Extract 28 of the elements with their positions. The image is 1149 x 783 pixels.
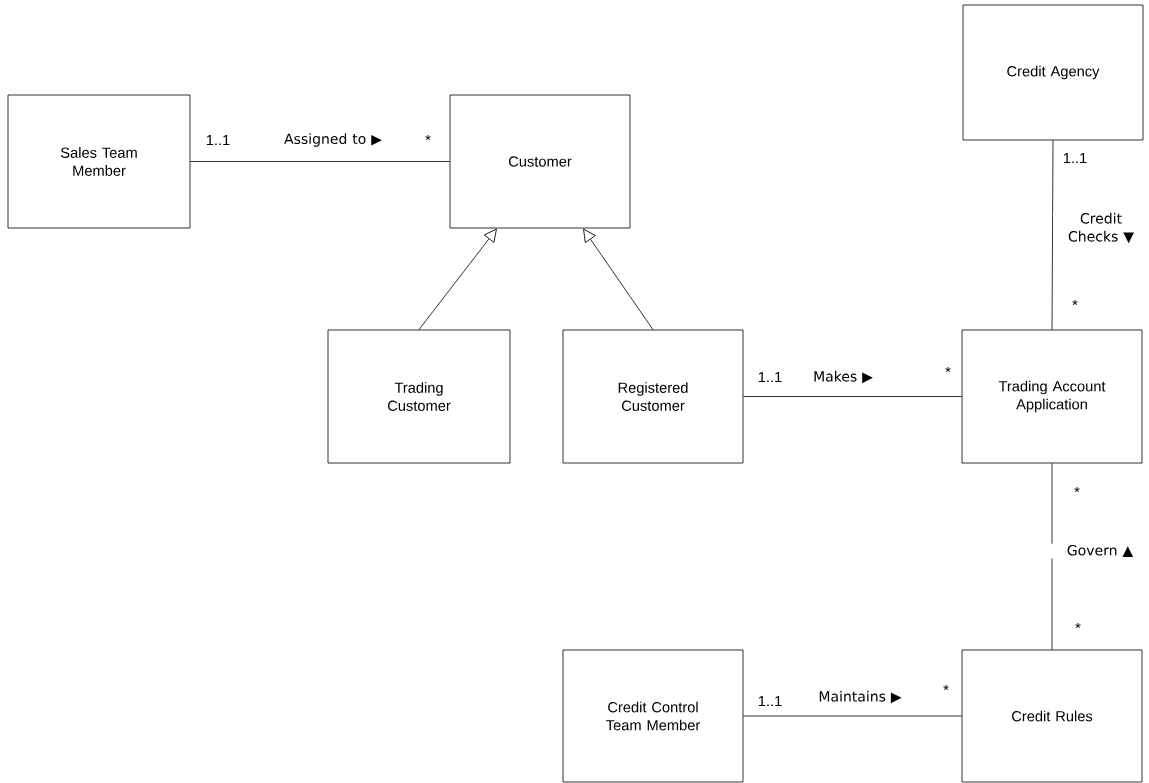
class-box: Sales Team Member	[7, 94, 191, 229]
multiplicity-label: *	[425, 134, 431, 141]
multiplicity-label: *	[1072, 299, 1078, 306]
class-box: Credit Control Team Member	[562, 649, 744, 783]
association-line	[190, 161, 450, 162]
edge-label: Makes ▶	[814, 370, 873, 384]
multiplicity-label: 1..1	[758, 371, 782, 383]
class-box: Credit Agency	[962, 4, 1144, 141]
class-box: Customer	[449, 94, 631, 229]
multiplicity-label: *	[1074, 486, 1080, 493]
multiplicity-label: 1..1	[206, 134, 230, 146]
edge-label: Maintains ▶	[819, 690, 902, 704]
class-box: Trading Customer	[327, 329, 511, 464]
association-line	[1051, 463, 1053, 650]
edge-label: Credit Checks ▼	[1068, 212, 1134, 244]
class-box: Registered Customer	[562, 329, 744, 464]
class-box: Credit Rules	[961, 649, 1143, 783]
generalization-arrow	[418, 228, 497, 330]
multiplicity-label: 1..1	[1063, 152, 1087, 164]
association-line	[1051, 140, 1054, 330]
multiplicity-label: 1..1	[758, 696, 782, 707]
association-line	[743, 715, 962, 717]
edge-label: Govern ▲	[1067, 544, 1134, 558]
edge-label: Assigned to ▶	[284, 133, 382, 147]
class-box: Trading Account Application	[961, 329, 1143, 464]
multiplicity-label: *	[1075, 622, 1081, 629]
generalization-arrow	[583, 228, 654, 330]
association-line	[743, 396, 962, 397]
